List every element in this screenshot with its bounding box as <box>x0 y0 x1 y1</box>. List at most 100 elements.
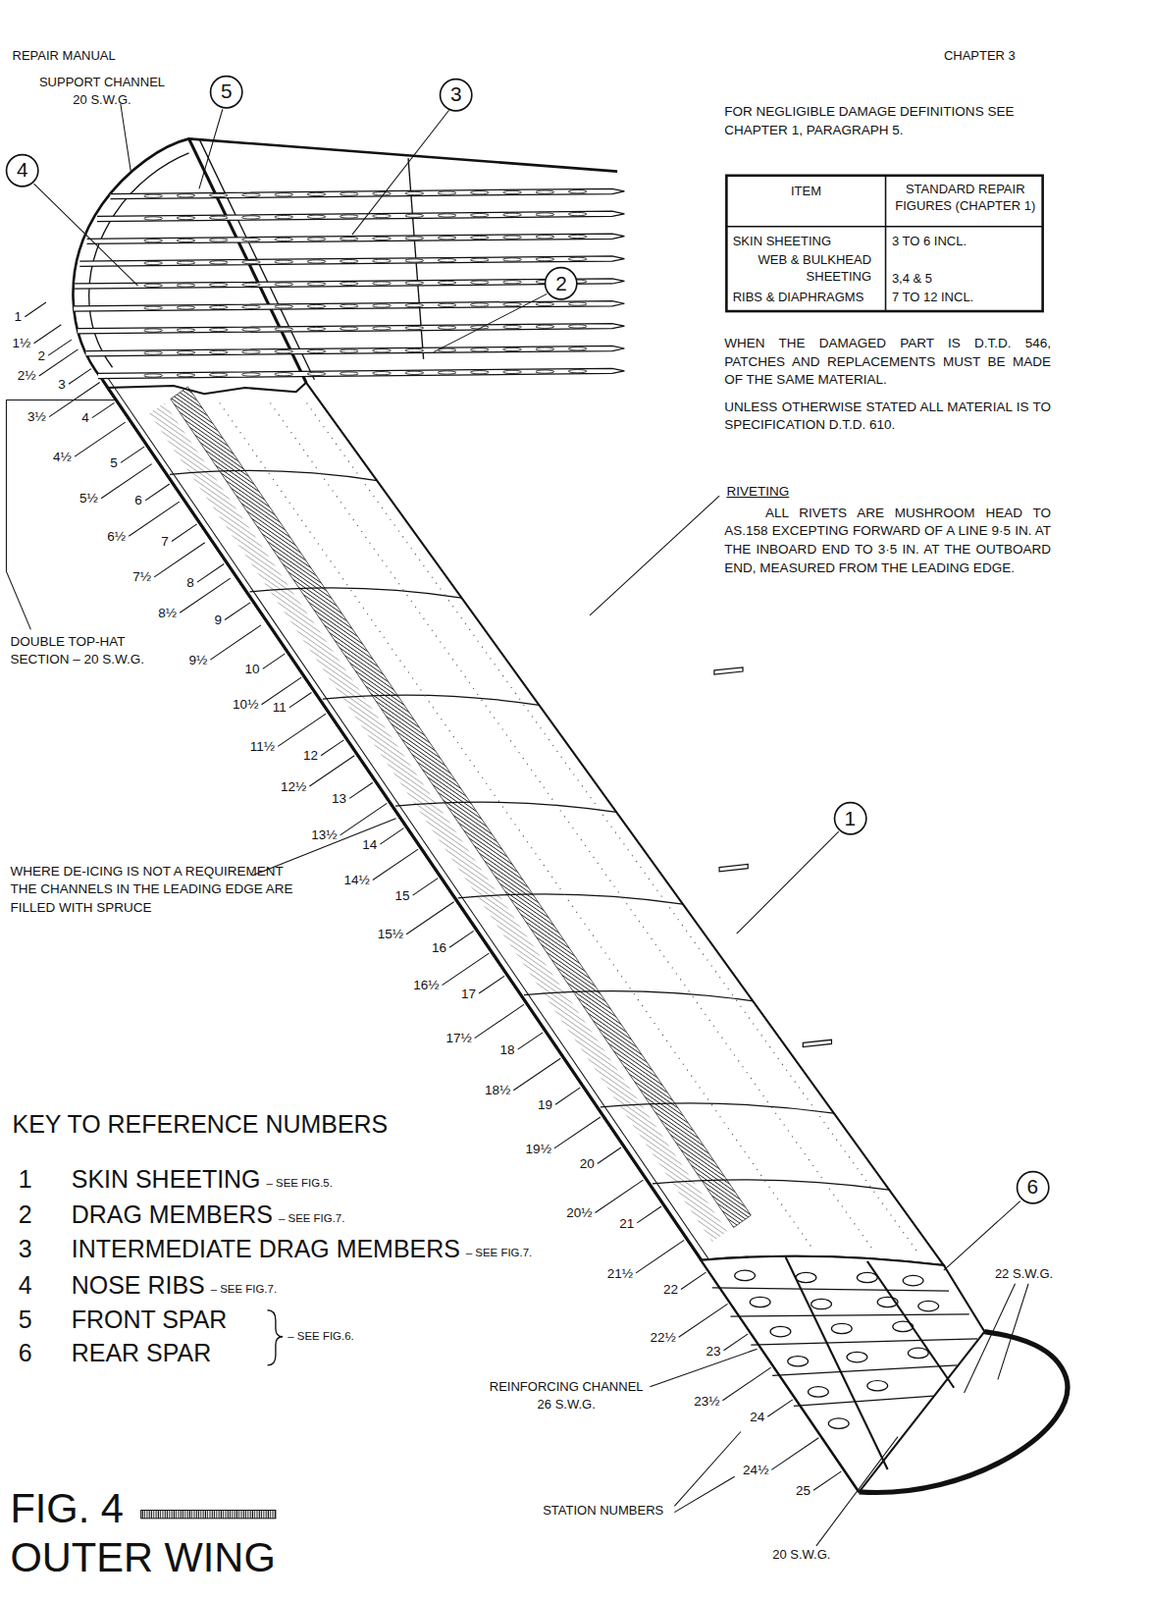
figure-reference: – SEE FIG.7. <box>278 1211 345 1225</box>
lightening-hole <box>503 190 523 194</box>
station-number: 8½ <box>157 605 177 622</box>
root-structure <box>867 1260 954 1388</box>
leader-line <box>352 109 450 235</box>
lightening-hole <box>372 259 392 262</box>
lightening-hole <box>242 372 262 376</box>
lightening-hole <box>274 193 294 197</box>
key-text: NOSE RIBS <box>71 1270 206 1300</box>
station-number: 18 <box>500 1042 516 1058</box>
station-number: 8 <box>186 575 195 591</box>
station-number: 16½ <box>413 977 439 994</box>
station-number: 23 <box>706 1343 722 1360</box>
lightening-hole <box>209 283 228 287</box>
lightening-hole <box>535 369 555 373</box>
root-structure <box>859 1331 1068 1493</box>
leader-line <box>34 183 139 286</box>
part-label: STATION NUMBERS <box>542 1503 664 1518</box>
lightening-hole <box>176 194 196 198</box>
rib <box>98 367 625 378</box>
rib <box>87 233 626 244</box>
lightening-hole <box>209 261 228 264</box>
root-structure <box>734 1269 940 1428</box>
root-structure <box>749 1296 771 1307</box>
part-label: DOUBLE TOP-HAT SECTION – 20 S.W.G. <box>9 632 173 670</box>
station-leader <box>224 602 251 621</box>
lightening-hole <box>176 306 196 310</box>
station-number: 20 <box>579 1155 595 1172</box>
lightening-hole <box>568 347 587 351</box>
lightening-hole <box>307 192 326 196</box>
lightening-hole <box>242 282 262 286</box>
root-structure <box>712 1287 949 1291</box>
lightening-hole <box>372 326 392 330</box>
station-leader <box>349 782 373 798</box>
lightening-hole <box>144 306 163 310</box>
lightening-hole <box>503 324 523 328</box>
root-structure <box>892 1320 914 1331</box>
lightening-hole <box>372 236 392 240</box>
skin-sheeting <box>714 667 743 675</box>
lightening-hole <box>405 191 424 195</box>
lightening-hole <box>535 324 555 328</box>
station-leader <box>289 692 313 708</box>
station-leader <box>145 483 170 501</box>
lightening-hole <box>339 371 359 375</box>
lightening-hole <box>503 303 523 307</box>
leader-line <box>5 400 115 630</box>
panel-seam <box>458 893 683 904</box>
station-number: 1½ <box>12 335 32 352</box>
station-number: 9 <box>213 612 222 628</box>
root-structure <box>846 1351 868 1361</box>
lightening-hole <box>470 370 489 374</box>
table-cell: WEB & BULKHEAD SHEETING <box>726 252 872 286</box>
panel-seam <box>322 694 540 705</box>
root-structure <box>918 1300 940 1310</box>
lightening-hole <box>470 303 489 307</box>
figure-reference: – SEE FIG.6. <box>287 1329 354 1343</box>
lightening-hole <box>503 280 523 284</box>
key-number: 2 <box>18 1200 33 1229</box>
lightening-hole <box>242 238 262 242</box>
callout-circle: 6 <box>1015 1169 1050 1204</box>
station-leader <box>379 828 404 844</box>
station-leader <box>74 421 126 457</box>
station-number: 1 <box>14 309 23 325</box>
leader-line <box>943 1201 1021 1271</box>
lightening-hole <box>568 324 587 328</box>
station-leader <box>277 713 326 746</box>
callout-number: 1 <box>844 808 857 830</box>
callout-outline <box>440 79 472 111</box>
lightening-hole <box>405 303 424 307</box>
lightening-hole <box>568 257 587 261</box>
station-number: 22½ <box>649 1329 676 1346</box>
panel-seam <box>395 801 617 812</box>
lightening-hole <box>176 328 196 332</box>
lightening-hole <box>437 370 457 374</box>
lightening-hole <box>307 304 326 308</box>
station-number: 21½ <box>607 1265 633 1282</box>
table-cell: STANDARD REPAIR FIGURES (CHAPTER 1) <box>888 181 1044 215</box>
station-leader <box>449 930 474 947</box>
bracket <box>267 1309 284 1365</box>
key-number: 4 <box>18 1270 33 1300</box>
lightening-hole <box>339 192 359 196</box>
rib <box>109 188 625 199</box>
repair-table <box>726 175 1043 312</box>
station-leader <box>320 739 344 756</box>
figure-reference: – SEE FIG.7. <box>210 1282 277 1296</box>
lightening-hole <box>176 283 196 287</box>
lightening-hole <box>568 234 587 238</box>
station-leader <box>262 653 286 669</box>
lightening-hole <box>274 237 294 241</box>
lightening-hole <box>535 190 555 194</box>
lightening-hole <box>242 260 262 263</box>
station-number: 20½ <box>566 1204 592 1221</box>
lightening-hole <box>470 348 489 352</box>
root-structure <box>700 1255 1068 1493</box>
root-structure <box>831 1322 852 1333</box>
lightening-hole <box>144 216 163 220</box>
station-number: 13½ <box>311 827 337 843</box>
lightening-hole <box>307 326 326 330</box>
station-number: 23½ <box>693 1393 720 1410</box>
leader-line <box>674 1430 741 1506</box>
